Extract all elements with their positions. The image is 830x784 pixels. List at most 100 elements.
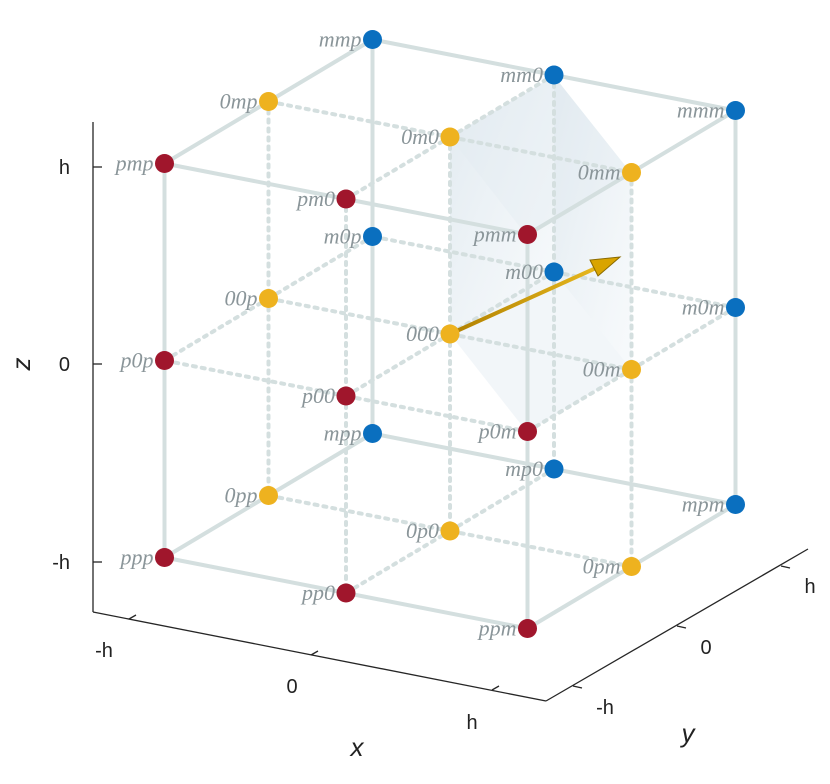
z-tick-label-0: 0 — [59, 354, 70, 376]
lattice-edge-0pm-0p0 — [448, 529, 634, 569]
lattice-edge-p00-p0p — [162, 358, 348, 398]
lattice-edge-m0p-00p — [266, 234, 375, 301]
lattice-node-m00: m00 — [505, 259, 564, 284]
z-tick-label-h: h — [59, 157, 70, 179]
lattice-node-m0p: m0p — [324, 224, 382, 249]
lattice-edge-mm0-0m0 — [448, 73, 556, 139]
lattice-edge-m0m-00m — [629, 305, 738, 372]
node-label: pp0 — [300, 580, 335, 605]
lattice-edge-m00-m0p — [370, 234, 556, 274]
node-label: p00 — [300, 383, 335, 408]
lattice-node-mm0: mm0 — [500, 62, 564, 87]
lattice-edge-0p0-pp0 — [344, 529, 452, 595]
lattice-node-pm0: pm0 — [295, 186, 356, 211]
arrow-layer — [449, 256, 622, 336]
lattice-edge-0mp-pmp — [162, 99, 271, 166]
lattice-edge-000-p00 — [344, 332, 452, 398]
node-marker — [544, 65, 564, 85]
node-label: 0mm — [578, 160, 621, 185]
lattice-node-mmp: mmp — [319, 27, 382, 52]
lattice-edge-m0m-m00 — [552, 270, 738, 310]
x-tick-minus-h — [128, 614, 137, 620]
node-label: 000 — [406, 321, 439, 346]
node-marker — [622, 163, 641, 182]
lattice-edge-mmm-mm0 — [552, 73, 738, 113]
lattice-node-m0m: m0m — [682, 295, 745, 320]
x-tick-h — [491, 685, 500, 691]
node-label: mm0 — [500, 62, 543, 87]
node-marker — [259, 289, 278, 308]
node-marker — [363, 424, 382, 443]
lattice-edge-mp0-0p0 — [448, 467, 556, 533]
y-tick-0 — [676, 625, 687, 629]
lattice-node-pmm: pmm — [472, 222, 537, 247]
lattice-edge-000-00p — [266, 296, 452, 336]
node-marker — [336, 386, 356, 406]
node-label: m0m — [682, 295, 725, 320]
lattice-node-pmp: pmp — [114, 151, 174, 176]
lattice-edge-0m0-pm0 — [344, 135, 452, 201]
lattice-edge-mm0-mmp — [370, 37, 556, 77]
lattice-node-ppm: ppm — [477, 616, 537, 641]
vector-arrow-shaft — [449, 266, 597, 336]
lattice-node-mmm: mmm — [677, 98, 745, 123]
lattice-edge-0mm-0m0 — [448, 135, 634, 175]
node-label: pm0 — [295, 186, 335, 211]
node-marker — [518, 422, 537, 441]
node-label: 0pm — [583, 554, 621, 579]
node-marker — [363, 30, 382, 49]
node-marker — [155, 154, 174, 173]
lattice-edge-pp0-ppp — [162, 555, 348, 595]
node-label: p0m — [477, 419, 517, 444]
y-axis-line — [545, 548, 809, 702]
node-label: 00p — [225, 286, 258, 311]
node-label: pmm — [472, 222, 517, 247]
y-tick-label-0: 0 — [700, 637, 711, 659]
cell-face-side — [554, 76, 631, 369]
node-marker — [155, 548, 174, 567]
lattice-edge-0pp-ppp — [162, 493, 271, 560]
lattice-node-0m0: 0m0 — [401, 124, 460, 149]
x-tick-label-h: h — [466, 712, 477, 734]
y-axis-title: y — [680, 718, 697, 748]
node-marker — [518, 619, 537, 638]
node-marker — [544, 262, 564, 282]
node-label: 0m0 — [401, 124, 439, 149]
lattice-edge-mpm-mp0 — [552, 467, 738, 507]
y-tick-h — [780, 565, 791, 569]
node-label: p0p — [119, 348, 154, 373]
lattice-node-pp0: pp0 — [300, 580, 356, 605]
lattice-edge-0pm-ppm — [525, 564, 634, 631]
lattice-node-0p0: 0p0 — [406, 518, 460, 543]
lattice-nodes: mmp mm0 mmm 0mp 0m0 0mm pmp pm0 pmm m0p m00 m0m 00p 0… — [114, 27, 745, 641]
lattice-edge-0p0-0pp — [266, 493, 452, 533]
node-marker — [622, 557, 641, 576]
x-axis-title: x — [349, 732, 365, 762]
node-label: 0pp — [225, 483, 258, 508]
lattice-edge-00m-000 — [448, 332, 634, 372]
node-label: 0mp — [220, 89, 258, 114]
node-marker — [363, 227, 382, 246]
node-marker — [155, 351, 174, 370]
z-axis-title: z — [6, 358, 36, 372]
node-label: pmp — [114, 151, 154, 176]
lattice-node-p0m: p0m — [477, 419, 537, 444]
node-marker — [726, 298, 745, 317]
lattice-node-mpm: mpm — [682, 492, 745, 517]
lattice-edge-pmm-pm0 — [344, 197, 530, 237]
node-label: mpp — [324, 421, 362, 446]
lattice-node-0mp: 0mp — [220, 89, 278, 114]
x-axis-line — [92, 611, 547, 702]
vector-arrow-head — [589, 256, 622, 277]
lattice-edge-00m-p0m — [525, 367, 634, 434]
z-tick-label-minus-h: -h — [52, 552, 70, 574]
node-label: ppm — [477, 616, 517, 641]
lattice-edge-m00-000 — [448, 270, 556, 336]
lattice-node-p0p: p0p — [119, 348, 174, 373]
lattice-edge-00p-p0p — [162, 296, 271, 363]
x-tick-label-0: 0 — [286, 676, 297, 698]
node-marker — [622, 360, 641, 379]
lattice-edge-pm0-pmp — [162, 161, 348, 201]
lattice-edge-p0m-p00 — [344, 394, 530, 434]
